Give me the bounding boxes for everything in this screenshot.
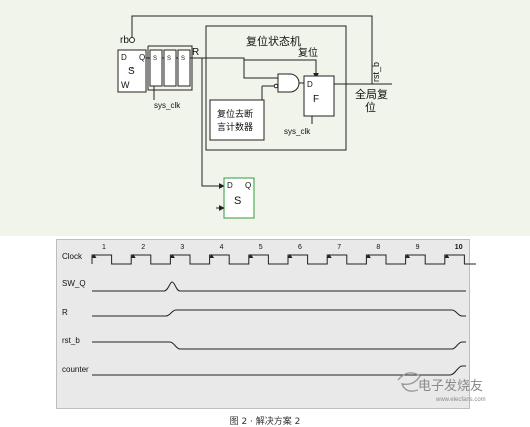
- fsm-reset-label: 复位: [298, 46, 318, 59]
- clock-edge-label-3: 3: [180, 244, 184, 251]
- fsm-r-wire: [212, 57, 280, 79]
- fsm-reset-wire: [244, 59, 319, 79]
- fsm-flip-flop: [303, 75, 335, 117]
- sync-ff-s-label: S: [128, 66, 135, 77]
- clock-edge-label-10: 10: [455, 244, 463, 251]
- clock-edge-arrow-3: [169, 254, 175, 258]
- clock-edge-labels: 1 2 3 4 5 6 7 8 9 10: [91, 244, 463, 258]
- figure-caption: 图 2 · 解决方案 2: [229, 417, 301, 427]
- signal-label-sw-q: SW_Q: [62, 279, 86, 288]
- rb-input-bubble: [129, 37, 135, 43]
- clock-edge-arrow-7: [326, 254, 332, 258]
- clock-edge-label-2: 2: [141, 244, 145, 251]
- ff2-s-label: S: [234, 195, 241, 207]
- feedback-wire: [131, 15, 373, 84]
- r-label: R: [192, 47, 199, 58]
- clock-edge-arrow-10: [444, 254, 450, 258]
- rst-b-label: rst_b: [371, 62, 381, 82]
- clock-edge-arrow-4: [209, 254, 215, 258]
- counter-block: [209, 99, 265, 141]
- watermark-url: www.elecfans.com: [435, 397, 486, 403]
- clock-waveform: [91, 254, 476, 265]
- clock-edge-arrow-2: [130, 254, 136, 258]
- output-label-1: 全局复: [355, 87, 388, 101]
- rb-label: rb: [120, 35, 129, 46]
- sync-ff-w-label: W: [121, 80, 130, 90]
- ff2-block: [223, 177, 255, 219]
- signal-label-counter: counter: [62, 365, 89, 374]
- clock-edge-arrow-1: [91, 254, 97, 258]
- counter-waveform: [92, 365, 466, 376]
- clock-edge-label-4: 4: [220, 244, 224, 251]
- fsm-box: [205, 25, 347, 151]
- fsm-ff-f-label: F: [313, 94, 319, 105]
- watermark-logo-icon: [397, 372, 421, 392]
- and-gate-inverted-input: [273, 83, 279, 89]
- watermark: 电子发烧友 www.elecfans.com: [397, 372, 486, 403]
- clock-edge-arrow-8: [365, 254, 371, 258]
- sync-ff-q-label: Q: [139, 53, 145, 62]
- signal-label-clock: Clock: [62, 252, 83, 261]
- fsm-title: 复位状态机: [246, 34, 301, 48]
- shift-register-frame: [147, 45, 193, 91]
- counter-line-1: 复位去断: [217, 108, 253, 120]
- sw-q-waveform: [92, 281, 466, 292]
- shift-register-stage-1: [149, 49, 163, 87]
- and-gate: [277, 73, 300, 93]
- rst-b-waveform: [92, 341, 466, 350]
- shift-register-stage-2: [163, 49, 177, 87]
- counter-line-2: 言计数器: [217, 121, 253, 133]
- signal-label-rst-b: rst_b: [62, 336, 80, 345]
- sync-ff-d-label: D: [121, 53, 127, 62]
- r-waveform: [92, 309, 466, 317]
- clock-edge-arrow-5: [248, 254, 254, 258]
- clock-edge-label-1: 1: [102, 244, 106, 251]
- sync-flip-flop: [117, 49, 147, 93]
- shift-stage-2-label: S: [167, 56, 171, 62]
- fsm-ff-d-label: D: [307, 80, 313, 89]
- shift-stage-1-label: S: [153, 56, 157, 62]
- shift-stage-3-label: S: [181, 56, 185, 62]
- clock-edge-label-5: 5: [259, 244, 263, 251]
- clock-edge-label-9: 9: [416, 244, 420, 251]
- clock-edge-label-7: 7: [337, 244, 341, 251]
- sys-clk-label: sys_clk: [154, 101, 181, 110]
- timing-panel: [56, 239, 470, 409]
- clock-edge-label-6: 6: [298, 244, 302, 251]
- clock-edge-arrow-9: [405, 254, 411, 258]
- output-label-2: 位: [365, 100, 376, 114]
- signal-label-r: R: [62, 308, 68, 317]
- watermark-text: 电子发烧友: [418, 378, 483, 394]
- circuit-panel: [0, 0, 530, 236]
- ff2-d-label: D: [227, 181, 233, 190]
- fsm-clk-label: sys_clk: [284, 127, 311, 136]
- clock-edge-label-8: 8: [376, 244, 380, 251]
- clock-signal: [91, 254, 476, 265]
- circuit: [117, 15, 392, 219]
- ff2-q-label: Q: [245, 181, 251, 190]
- r-branch-down: [201, 58, 225, 189]
- signal-waveforms: [92, 281, 466, 376]
- shift-register-stage-3: [177, 49, 191, 87]
- clock-edge-arrow-6: [287, 254, 293, 258]
